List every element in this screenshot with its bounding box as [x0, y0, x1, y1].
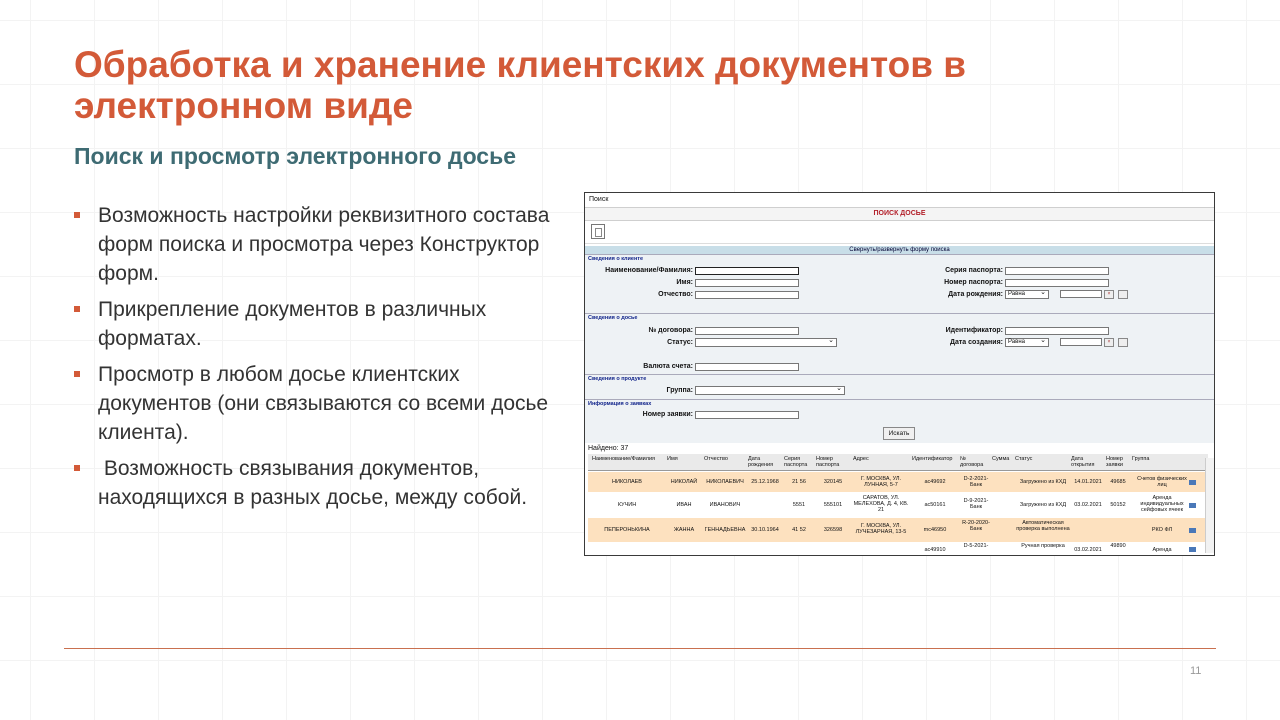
patronymic-label: Отчество:	[658, 291, 693, 298]
birth-date-mode-select[interactable]: Равна	[1005, 289, 1049, 299]
identifier-input[interactable]	[1005, 327, 1109, 335]
results-table: Наименование/Фамилия Имя Отчество Дата р…	[588, 454, 1208, 554]
section-divider	[585, 374, 1214, 375]
page-number: 11	[1190, 665, 1202, 677]
open-arrow-icon[interactable]	[1189, 480, 1196, 485]
patronymic-input[interactable]	[695, 291, 799, 299]
column-header[interactable]: Наименование/Фамилия	[592, 456, 656, 462]
column-header[interactable]: Серия паспорта	[784, 456, 808, 468]
results-count: Найдено: 37	[588, 445, 629, 452]
column-header[interactable]: Имя	[667, 456, 678, 462]
calendar-icon[interactable]: ×	[1104, 290, 1114, 299]
request-label: Номер заявки:	[642, 411, 693, 418]
passport-number-label: Номер паспорта:	[944, 279, 1003, 286]
calendar-icon[interactable]	[1118, 290, 1128, 299]
open-arrow-icon[interactable]	[1189, 547, 1196, 552]
passport-number-input[interactable]	[1005, 279, 1109, 287]
bullet-marker-icon	[74, 371, 80, 377]
column-header[interactable]: Номер паспорта	[816, 456, 840, 468]
column-header[interactable]: Адрес	[853, 456, 869, 462]
group-select[interactable]	[695, 385, 845, 395]
section-dossier: Сведения о досье	[588, 315, 638, 321]
window-header: Поиск	[585, 193, 1214, 208]
status-select[interactable]	[695, 337, 837, 347]
created-date-mode-select[interactable]: Равна	[1005, 337, 1049, 347]
column-header[interactable]: № договора	[960, 456, 984, 468]
currency-input[interactable]	[695, 363, 799, 371]
section-client: Сведения о клиенте	[588, 256, 644, 262]
first-name-input[interactable]	[695, 279, 799, 287]
bullet-marker-icon	[74, 212, 80, 218]
column-header[interactable]: Статус	[1015, 456, 1033, 462]
open-arrow-icon[interactable]	[1189, 528, 1196, 533]
table-row[interactable]: КУЧИН ИВАН ИВАНОВИЧ 5551 555101 САРАТОВ,…	[588, 492, 1208, 518]
contract-label: № договора:	[648, 327, 693, 334]
column-header[interactable]: Отчество	[704, 456, 728, 462]
column-header[interactable]: Дата рождения	[748, 456, 774, 468]
created-date-label: Дата создания:	[950, 339, 1003, 346]
section-divider	[585, 313, 1214, 314]
bullet-item: Прикрепление документов в различных форм…	[74, 295, 564, 353]
bullet-item: Возможность связывания документов, наход…	[74, 454, 564, 512]
calendar-icon[interactable]	[1118, 338, 1128, 347]
bullet-marker-icon	[74, 306, 80, 312]
footer-divider	[64, 648, 1216, 649]
created-date-input[interactable]	[1060, 338, 1102, 346]
identifier-label: Идентификатор:	[945, 327, 1003, 334]
dossier-search-screenshot: Поиск ПОИСК ДОСЬЕ Свернуть/развернуть фо…	[584, 192, 1215, 556]
column-header[interactable]: Сумма	[992, 456, 1010, 462]
column-header[interactable]: Группа	[1132, 456, 1150, 462]
search-form: Сведения о клиенте Наименование/Фамилия:…	[585, 254, 1214, 443]
first-name-label: Имя:	[676, 279, 693, 286]
search-button[interactable]: Искать	[883, 427, 915, 440]
birth-date-label: Дата рождения:	[948, 291, 1003, 298]
new-document-icon[interactable]	[591, 224, 605, 239]
request-input[interactable]	[695, 411, 799, 419]
bullet-item: Просмотр в любом досье клиентских докуме…	[74, 360, 564, 447]
section-divider	[585, 399, 1214, 400]
section-product: Сведения о продукте	[588, 376, 647, 382]
group-label: Группа:	[666, 387, 693, 394]
table-header: Наименование/Фамилия Имя Отчество Дата р…	[588, 454, 1208, 471]
table-row[interactable]: НИКОЛАЕВ НИКОЛАЙ НИКОЛАЕВИЧ 25.12.1968 2…	[588, 472, 1208, 492]
bullet-marker-icon	[74, 465, 80, 471]
slide-subtitle: Поиск и просмотр электронного досье	[74, 143, 517, 169]
column-header[interactable]: Номер заявки	[1106, 456, 1123, 468]
bullet-item: Возможность настройки реквизитного соста…	[74, 201, 564, 288]
section-requests: Информация о заявках	[588, 401, 652, 407]
birth-date-input[interactable]	[1060, 290, 1102, 298]
passport-series-label: Серия паспорта:	[945, 267, 1003, 274]
currency-label: Валюта счета:	[643, 363, 693, 370]
collapse-form-toggle[interactable]: Свернуть/развернуть форму поиска	[585, 246, 1214, 254]
contract-input[interactable]	[695, 327, 799, 335]
open-arrow-icon[interactable]	[1189, 503, 1196, 508]
column-header[interactable]: Идентификатор	[912, 456, 953, 462]
column-header[interactable]: Дата открытия	[1071, 456, 1095, 468]
calendar-icon[interactable]: ×	[1104, 338, 1114, 347]
name-input[interactable]	[695, 267, 799, 275]
table-scrollbar[interactable]	[1205, 458, 1214, 553]
search-banner: ПОИСК ДОСЬЕ	[585, 208, 1214, 221]
status-label: Статус:	[667, 339, 693, 346]
passport-series-input[interactable]	[1005, 267, 1109, 275]
name-label: Наименование/Фамилия:	[605, 267, 693, 274]
table-row[interactable]: ac49910 D-5-2021- Ручная проверка 03.02.…	[588, 542, 1208, 554]
bullet-list: Возможность настройки реквизитного соста…	[74, 201, 564, 519]
slide-title: Обработка и хранение клиентских документ…	[74, 44, 966, 126]
toolbar	[585, 221, 1214, 244]
table-row[interactable]: ПЕПЕРОНЬКИНА ЖАННА ГЕННАДЬЕВНА 30.10.196…	[588, 518, 1208, 542]
